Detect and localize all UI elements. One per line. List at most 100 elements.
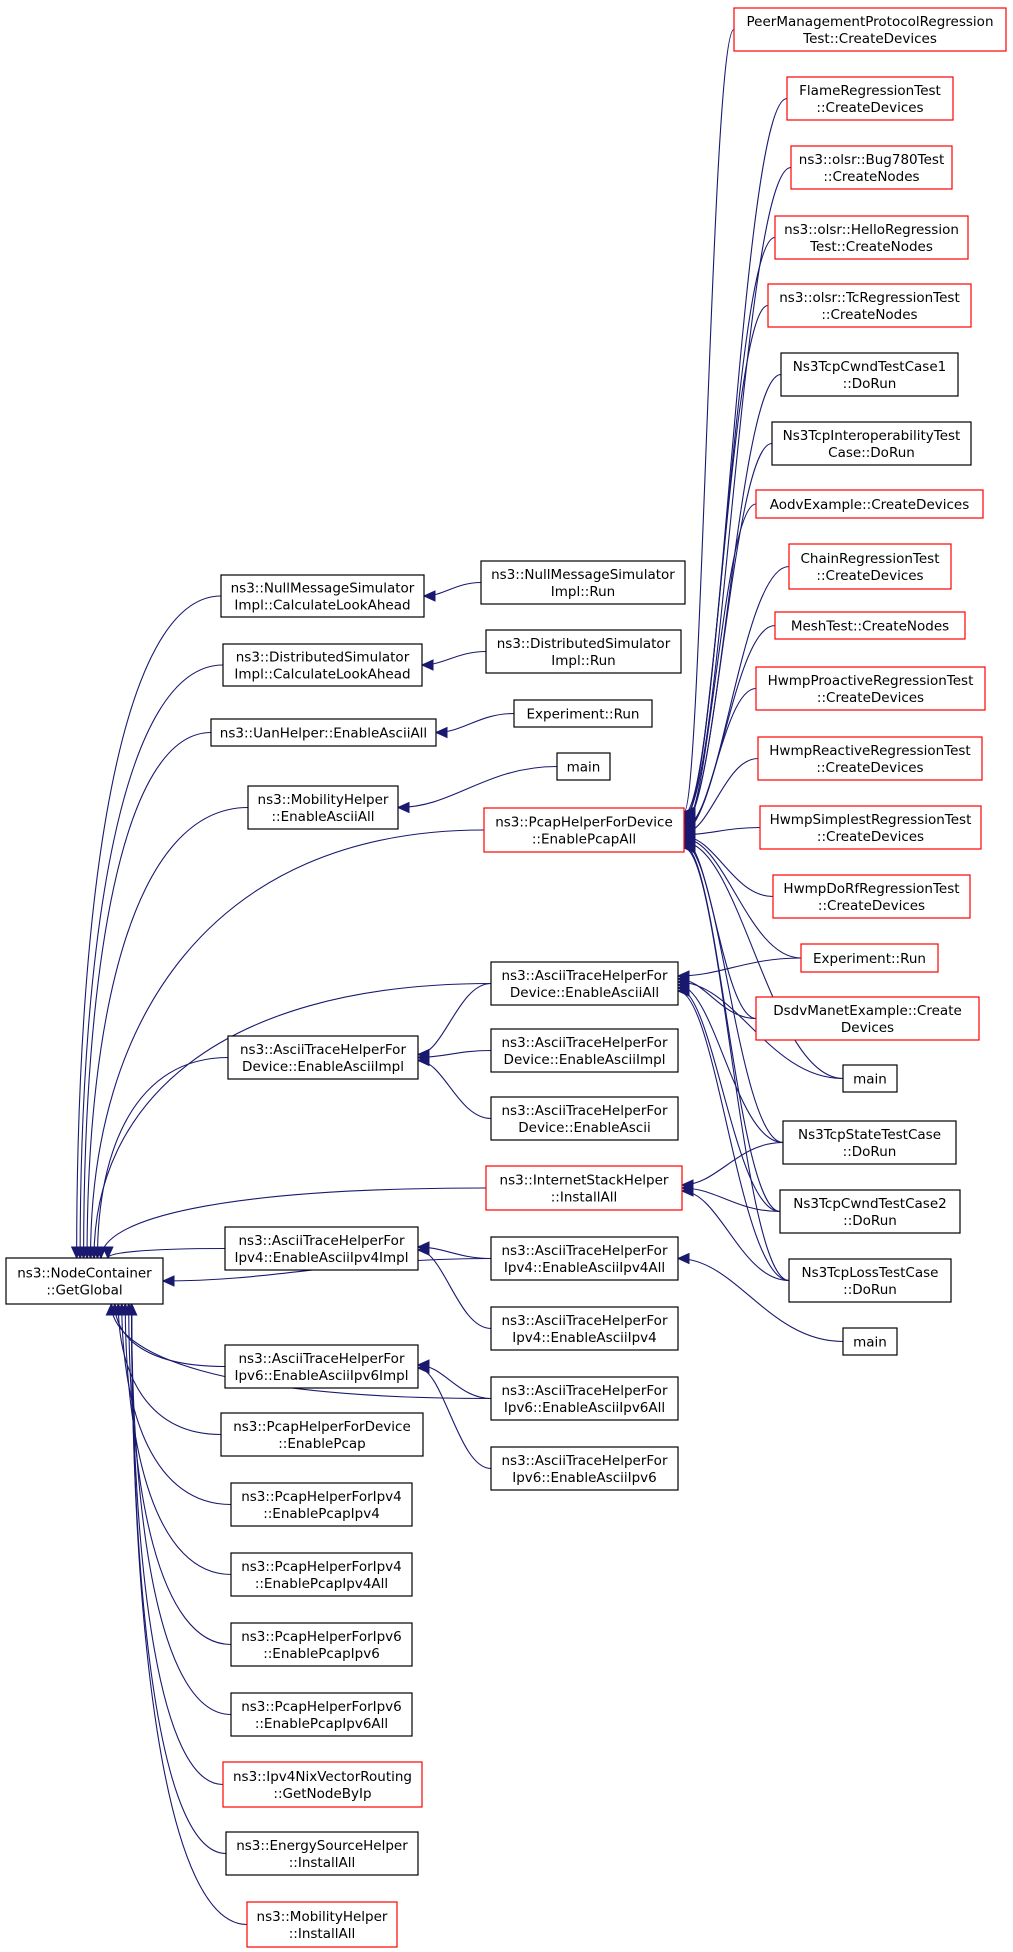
edge-pmp-to-pcap_all <box>683 28 735 813</box>
node-box <box>513 699 653 728</box>
node-box <box>771 421 972 466</box>
graph-node-ath4_all[interactable]: ns3::AsciiTraceHelperForIpv4::EnableAsci… <box>490 1236 679 1281</box>
node-label-line: main <box>853 1335 887 1351</box>
graph-node-hello[interactable]: ns3::olsr::HelloRegressionTest::CreateNo… <box>774 215 969 260</box>
graph-node-nix[interactable]: ns3::Ipv4NixVectorRouting::GetNodeByIp <box>222 1761 423 1808</box>
node-label-line: ns3::AsciiTraceHelperFor <box>238 1351 404 1367</box>
node-box <box>759 805 982 850</box>
graph-node-hdorf[interactable]: HwmpDoRfRegressionTest::CreateDevices <box>772 874 971 919</box>
node-box <box>757 736 983 781</box>
graph-node-loss[interactable]: Ns3TcpLossTestCase::DoRun <box>788 1258 952 1303</box>
graph-node-ath4_impl[interactable]: ns3::AsciiTraceHelperForIpv4::EnableAsci… <box>224 1226 419 1271</box>
node-label-line: HwmpProactiveRegressionTest <box>768 673 974 689</box>
graph-node-energy[interactable]: ns3::EnergySourceHelper::InstallAll <box>225 1831 419 1876</box>
node-box <box>842 1327 898 1356</box>
graph-node-pcap6all[interactable]: ns3::PcapHelperForIpv6::EnablePcapIpv6Al… <box>230 1692 413 1737</box>
node-label-line: Ns3TcpCwndTestCase2 <box>793 1196 946 1212</box>
node-label-line: Ipv4::EnableAsciiIpv4Impl <box>235 1250 409 1266</box>
graph-node-ish[interactable]: ns3::InternetStackHelper::InstallAll <box>485 1165 683 1211</box>
graph-node-flame[interactable]: FlameRegressionTest::CreateDevices <box>786 76 954 121</box>
graph-node-ath_ascii[interactable]: ns3::AsciiTraceHelperForDevice::EnableAs… <box>490 1096 679 1141</box>
graph-node-bug780[interactable]: ns3::olsr::Bug780Test::CreateNodes <box>790 145 953 190</box>
edge-main2-to-ath_all <box>677 981 844 1080</box>
graph-node-ds_cla[interactable]: ns3::DistributedSimulatorImpl::Calculate… <box>222 643 423 687</box>
node-box <box>490 1306 679 1351</box>
node-label-line: ns3::MobilityHelper <box>258 792 389 808</box>
node-box <box>230 1482 413 1527</box>
graph-node-cwnd1[interactable]: Ns3TcpCwndTestCase1::DoRun <box>780 352 959 397</box>
edge-mob_ascii-to-root <box>86 806 249 1259</box>
graph-node-nms_cla[interactable]: ns3::NullMessageSimulatorImpl::Calculate… <box>220 574 425 618</box>
edge-ath_all-to-ath_impl <box>417 982 492 1056</box>
edge-ath_ascii-to-ath_impl <box>417 1059 492 1120</box>
graph-node-tcreg[interactable]: ns3::olsr::TcRegressionTest::CreateNodes <box>767 283 972 328</box>
graph-node-main3[interactable]: main <box>842 1327 898 1356</box>
node-label-line: main <box>567 760 601 776</box>
node-label-line: ::CreateDevices <box>817 829 924 845</box>
node-label-line: DsdvManetExample::Create <box>773 1003 962 1019</box>
edge-main2-to-pcap_all <box>683 841 844 1080</box>
node-box <box>225 1831 419 1876</box>
node-label-line: Ipv6::EnableAsciiIpv6 <box>512 1470 657 1486</box>
node-label-line: ns3::AsciiTraceHelperFor <box>501 968 667 984</box>
graph-node-hproac[interactable]: HwmpProactiveRegressionTest::CreateDevic… <box>755 666 986 711</box>
graph-node-pcap_all[interactable]: ns3::PcapHelperForDevice::EnablePcapAll <box>483 807 685 853</box>
graph-node-pmp[interactable]: PeerManagementProtocolRegressionTest::Cr… <box>733 7 1007 52</box>
graph-node-ath6[interactable]: ns3::AsciiTraceHelperForIpv6::EnableAsci… <box>490 1446 679 1491</box>
graph-node-aodv[interactable]: AodvExample::CreateDevices <box>755 489 984 519</box>
node-box <box>224 1226 419 1271</box>
graph-node-hsimp[interactable]: HwmpSimplestRegressionTest::CreateDevice… <box>759 805 982 850</box>
graph-node-mesh[interactable]: MeshTest::CreateNodes <box>774 611 966 640</box>
graph-node-root[interactable]: ns3::NodeContainer::GetGlobal <box>5 1257 164 1305</box>
graph-node-mob_install[interactable]: ns3::MobilityHelper::InstallAll <box>246 1901 398 1948</box>
graph-node-ath4[interactable]: ns3::AsciiTraceHelperForIpv4::EnableAsci… <box>490 1306 679 1351</box>
graph-node-ath_impl2[interactable]: ns3::AsciiTraceHelperForDevice::EnableAs… <box>490 1028 679 1073</box>
graph-node-chain[interactable]: ChainRegressionTest::CreateDevices <box>788 543 952 590</box>
edge-loss-to-pcap_all <box>683 847 790 1282</box>
graph-node-pcap4[interactable]: ns3::PcapHelperForIpv4::EnablePcapIpv4 <box>230 1482 413 1527</box>
graph-node-pcap4all[interactable]: ns3::PcapHelperForIpv4::EnablePcapIpv4Al… <box>230 1552 413 1597</box>
node-label-line: Device::EnableAsciiImpl <box>504 1052 666 1068</box>
node-label-line: Device::EnableAsciiAll <box>510 985 659 1001</box>
graph-node-exp_run1[interactable]: Experiment::Run <box>513 699 653 728</box>
node-box <box>788 1258 952 1303</box>
node-label-line: ::EnableAsciiAll <box>271 809 374 825</box>
node-box <box>782 1120 957 1165</box>
graph-node-pcap6[interactable]: ns3::PcapHelperForIpv6::EnablePcapIpv6 <box>230 1622 413 1667</box>
graph-node-ath_all[interactable]: ns3::AsciiTraceHelperForDevice::EnableAs… <box>490 961 679 1006</box>
edge-ish-to-root <box>100 1187 487 1259</box>
arrowhead <box>682 842 696 854</box>
graph-node-main1[interactable]: main <box>556 752 611 781</box>
edge-main3-to-ath4_all <box>677 1257 844 1343</box>
graph-node-pcap_dev[interactable]: ns3::PcapHelperForDevice::EnablePcap <box>220 1412 424 1457</box>
edge-cwnd2-to-ish <box>681 1187 781 1213</box>
node-label-line: Ns3TcpStateTestCase <box>798 1127 941 1143</box>
node-label-line: Impl::CalculateLookAhead <box>234 667 410 683</box>
graph-node-state[interactable]: Ns3TcpStateTestCase::DoRun <box>782 1120 957 1165</box>
node-label-line: AodvExample::CreateDevices <box>770 497 970 513</box>
graph-node-main2[interactable]: main <box>842 1064 898 1093</box>
node-label-line: ns3::AsciiTraceHelperFor <box>501 1313 667 1329</box>
graph-node-cwnd2[interactable]: Ns3TcpCwndTestCase2::DoRun <box>779 1189 961 1234</box>
graph-node-ath6_all[interactable]: ns3::AsciiTraceHelperForIpv6::EnableAsci… <box>490 1376 679 1421</box>
graph-node-hreac[interactable]: HwmpReactiveRegressionTest::CreateDevice… <box>757 736 983 781</box>
graph-node-exp_run2[interactable]: Experiment::Run <box>800 943 939 973</box>
edge-chain-to-pcap_all <box>683 565 790 828</box>
graph-node-uan[interactable]: ns3::UanHelper::EnableAsciiAll <box>210 718 437 747</box>
node-label-line: Devices <box>841 1020 894 1036</box>
node-label-line: ::EnablePcapIpv4All <box>255 1576 388 1592</box>
graph-node-mob_ascii[interactable]: ns3::MobilityHelper::EnableAsciiAll <box>247 785 399 830</box>
node-box <box>210 718 437 747</box>
node-label-line: Ns3TcpLossTestCase <box>802 1265 939 1281</box>
graph-node-dsdv[interactable]: DsdvManetExample::CreateDevices <box>755 996 980 1041</box>
graph-node-ath_impl[interactable]: ns3::AsciiTraceHelperForDevice::EnableAs… <box>227 1035 419 1080</box>
node-label-line: Case::DoRun <box>828 445 915 461</box>
node-box <box>755 489 984 519</box>
edge-loss-to-ath_all <box>677 990 790 1282</box>
node-box <box>788 543 952 590</box>
graph-node-ath6_impl[interactable]: ns3::AsciiTraceHelperForIpv6::EnableAsci… <box>224 1344 419 1389</box>
node-label-line: Ipv6::EnableAsciiIpv6Impl <box>235 1368 409 1384</box>
